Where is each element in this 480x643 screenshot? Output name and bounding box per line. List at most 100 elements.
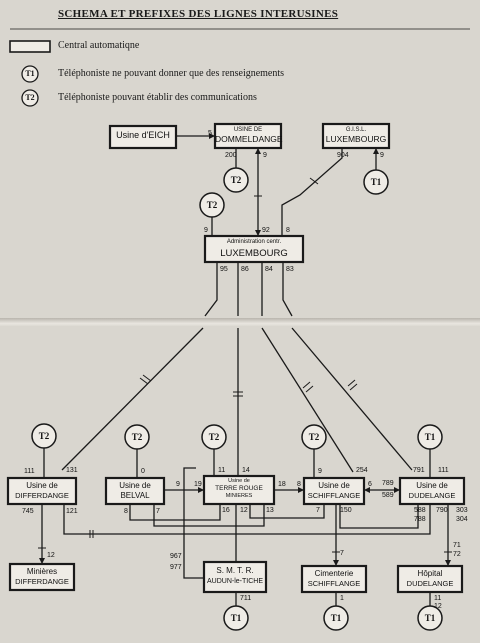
t2-admin-label: T2 [206, 200, 218, 210]
t1-hopital-label: T1 [424, 613, 436, 623]
prefix: 589 [382, 492, 394, 499]
prefix: 9 [204, 227, 208, 234]
box-eich [108, 124, 178, 150]
cable-markers [38, 177, 452, 553]
link-admin-95 [204, 262, 218, 317]
legend-central-box [9, 40, 51, 53]
prefix: 12 [47, 552, 55, 559]
box-dommeldange [213, 122, 283, 150]
prefix: 19 [194, 481, 202, 488]
t1-smtr-circle [223, 605, 249, 631]
prefix: 1 [340, 595, 344, 602]
prefix: 83 [286, 266, 294, 273]
link-belval-terrerouge-low2 [153, 504, 265, 527]
box-dudelange [398, 476, 466, 506]
prefix: 254 [356, 467, 368, 474]
prefix: 0 [141, 468, 145, 475]
prefix: 8 [286, 227, 290, 234]
prefix: 9 [176, 481, 180, 488]
t2-differdange-circle [31, 423, 57, 449]
t2-schifflange-circle [301, 424, 327, 450]
prefix: 12 [240, 507, 248, 514]
prefix: 977 [170, 564, 182, 571]
trunk-admin-differdange [61, 327, 204, 471]
t2-belval-label: T2 [131, 432, 143, 442]
prefix: 8 [297, 481, 301, 488]
t1-gisl-circle [363, 169, 389, 195]
prefix: 95 [220, 266, 228, 273]
trunk-admin-schifflange [261, 327, 354, 473]
prefix: 303 [456, 507, 468, 514]
prefix: 711 [240, 595, 252, 602]
t1-smtr-label: T1 [230, 613, 242, 623]
prefix: 9 [318, 468, 322, 475]
t1-cimenterie-circle [323, 605, 349, 631]
box-schifflange [302, 476, 366, 506]
arrowheads [39, 133, 451, 566]
t2-dommeldange-label: T2 [230, 175, 242, 185]
prefix: 11 [434, 595, 442, 602]
prefix: 121 [66, 508, 78, 515]
prefix: 9 [380, 152, 384, 159]
box-gisl [321, 122, 391, 150]
box-terrerouge [202, 474, 276, 506]
page-fold [0, 318, 480, 326]
prefix: 9 [263, 152, 267, 159]
box-cimenterie [300, 564, 368, 594]
t1-gisl-label: T1 [370, 177, 382, 187]
prefix: 8 [124, 508, 128, 515]
box-differdange [6, 476, 78, 506]
t1-dudelange-label: T1 [424, 432, 436, 442]
prefix: 14 [242, 467, 250, 474]
prefix: 150 [340, 507, 352, 514]
box-minieres [8, 562, 76, 592]
prefix: 18 [278, 481, 286, 488]
link-admin-83 [282, 262, 293, 317]
legend-t2-circle [21, 89, 39, 107]
box-smtr [202, 560, 268, 594]
prefix: 131 [66, 467, 78, 474]
prefix: 789 [382, 480, 394, 487]
prefix: 72 [453, 551, 461, 558]
t2-schifflange-label: T2 [308, 432, 320, 442]
prefix: 200 [225, 152, 237, 159]
prefix: 111 [24, 468, 35, 475]
prefix: 16 [222, 507, 230, 514]
link-differdange-dudelange [63, 504, 431, 535]
prefix: 904 [337, 152, 349, 159]
link-terrerouge-smtr [183, 467, 204, 579]
box-hopital [396, 564, 464, 594]
t2-dommeldange-circle [223, 167, 249, 193]
prefix: 5 [208, 130, 212, 137]
prefix: 12 [434, 603, 442, 610]
prefix: 11 [218, 467, 226, 474]
link-gisl-admin [281, 148, 343, 236]
prefix: 788 [414, 516, 426, 523]
prefix: 71 [453, 542, 461, 549]
link-terrerouge-schifflange-low [249, 504, 325, 519]
page-title: SCHEMA ET PREFIXES DES LIGNES INTERUSINE… [58, 8, 339, 20]
prefix: 304 [456, 516, 468, 523]
prefix: 967 [170, 553, 182, 560]
t1-hopital-circle [417, 605, 443, 631]
legend-t2-symbol: T2 [25, 93, 35, 102]
t2-admin-circle [199, 192, 225, 218]
prefix: 745 [22, 508, 34, 515]
prefix: 790 [436, 507, 448, 514]
legend-t1-circle [21, 65, 39, 83]
t2-terrerouge-label: T2 [208, 432, 220, 442]
legend-central-label: Central automatiqne [58, 40, 140, 51]
prefix: 84 [265, 266, 273, 273]
box-admin [203, 234, 305, 264]
prefix: 6 [368, 481, 372, 488]
trunk-admin-dudelange [291, 327, 413, 471]
prefix: 7 [340, 550, 344, 557]
prefix: 588 [414, 507, 426, 514]
t1-dudelange-circle [417, 424, 443, 450]
prefix: 13 [266, 507, 274, 514]
prefix: 791 [413, 467, 425, 474]
legend-t2-label: Téléphoniste pouvant établir des communi… [58, 92, 257, 103]
link-dudelange-schifflange-low [339, 504, 419, 529]
